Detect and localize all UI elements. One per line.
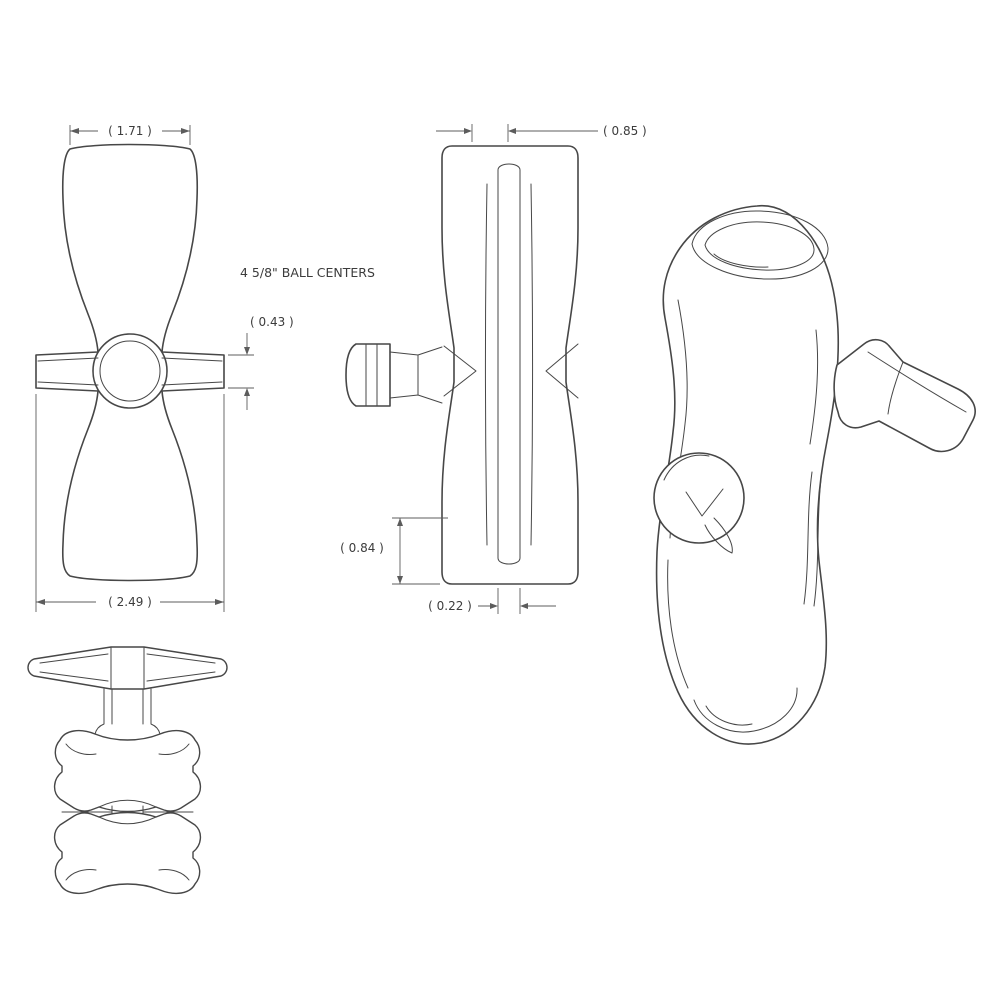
ball-centers-note: 4 5/8" BALL CENTERS (240, 265, 375, 280)
knob-handle-seams (110, 646, 145, 690)
side-channel-lines (485, 183, 533, 546)
clamp-lower-half (53, 811, 202, 895)
dim-lines-front-overall (35, 394, 225, 612)
dim-lines-front-top (69, 125, 191, 145)
iso-right-slot-lines (803, 469, 823, 607)
side-bolt-head (345, 343, 391, 407)
side-view (345, 145, 579, 585)
knob-stem-lines (94, 688, 161, 735)
front-view-dimensions: ( 1.71 ) ( 0.43 ) ( 2.49 ) (35, 124, 294, 612)
side-bolt-neck-lines (389, 346, 443, 404)
iso-top-cup-inner (704, 221, 815, 271)
dim-lines-front-tab (228, 333, 254, 410)
knob-t-handle (27, 646, 228, 690)
side-right-detent-chevron (545, 343, 579, 399)
front-socket-inner-circle (99, 340, 161, 402)
iso-top-cup-shading (713, 253, 769, 268)
iso-socket-inner-arc (663, 454, 710, 481)
side-arm-body (441, 145, 579, 585)
knob-handle-edge-lines (39, 653, 216, 682)
dim-label-side-slot: ( 0.22 ) (428, 599, 472, 613)
clamp-upper-inner-arcs (65, 743, 190, 808)
front-view (35, 143, 225, 582)
clamp-lower-inner-arcs (65, 816, 190, 881)
iso-top-cup-outer (691, 210, 829, 280)
iso-foot-arcs (693, 687, 798, 733)
dim-arrows-front-tab (244, 347, 250, 396)
dim-lines-side-top (436, 124, 598, 142)
clamp-gap-and-boss (61, 805, 194, 825)
knob-clamp-view (27, 646, 228, 895)
dim-label-front-tab: ( 0.43 ) (250, 315, 294, 329)
side-left-detent-chevron (443, 345, 477, 397)
dim-arrows-side-slot (490, 603, 528, 609)
iso-socket-pointer-tail (704, 517, 733, 554)
iso-arm-body (655, 205, 840, 745)
dim-lines-side-slot (478, 588, 556, 614)
dim-lines-side-lower (392, 517, 448, 585)
isometric-view (653, 205, 976, 745)
side-bolt-head-lines (365, 343, 378, 407)
side-view-dimensions: ( 0.85 ) ( 0.84 ) ( 0.22 ) (340, 124, 647, 614)
iso-wing-knob (833, 338, 976, 453)
dim-label-side-top: ( 0.85 ) (603, 124, 647, 138)
front-socket-outer-circle (92, 333, 168, 409)
clamp-upper-half (53, 729, 202, 813)
dim-arrows-side-lower (397, 518, 403, 584)
iso-knob-detail-lines (867, 351, 967, 415)
dim-label-front-top-width: ( 1.71 ) (108, 124, 152, 138)
iso-socket-circle (653, 452, 745, 544)
side-center-slot (497, 163, 521, 565)
iso-socket-detent-mark (685, 488, 724, 517)
dim-label-front-overall: ( 2.49 ) (108, 595, 152, 609)
dim-label-side-lower: ( 0.84 ) (340, 541, 384, 555)
front-wing-detail-lines (37, 357, 223, 386)
